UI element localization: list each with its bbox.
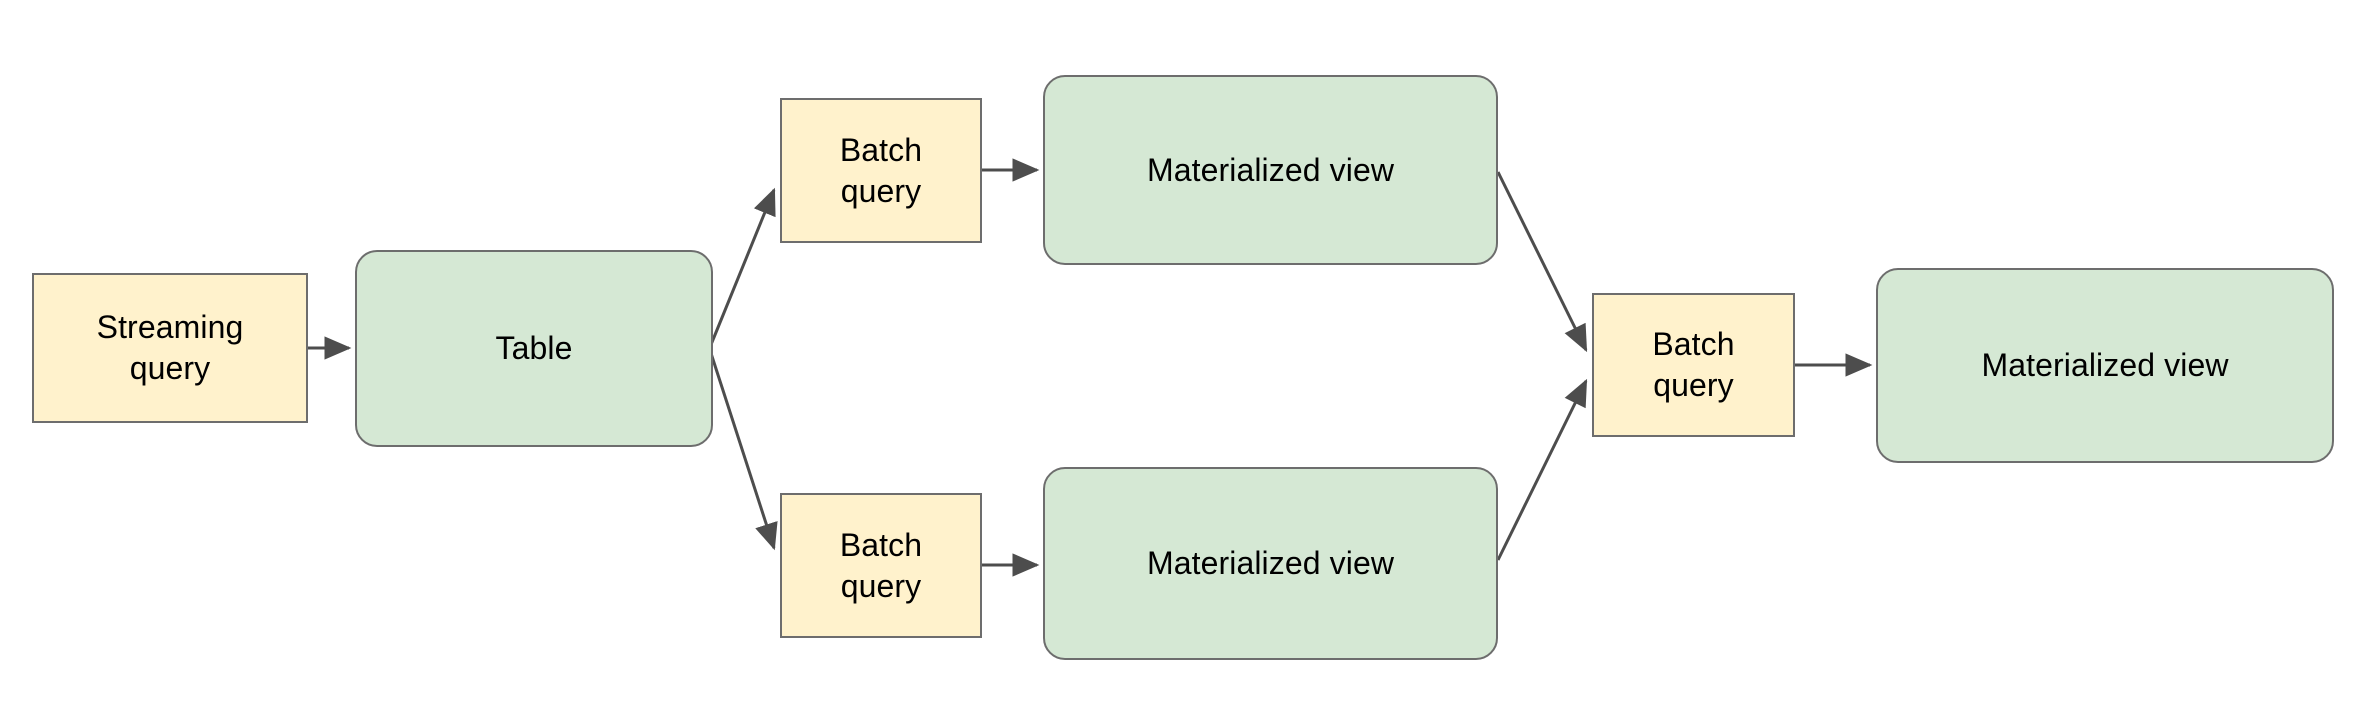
node-label-batch-query-bottom: Batch query	[839, 526, 923, 604]
node-label-materialized-view-top: Materialized view	[1146, 151, 1395, 188]
edge-table-to-batch-top	[706, 187, 776, 353]
node-label-materialized-view-final: Materialized view	[1981, 347, 2229, 384]
node-materialized-view-final[interactable]: Materialized view	[1876, 268, 2334, 463]
edge-table-to-batch-bottom	[706, 343, 778, 551]
edge-mv-top-to-batch-join	[1496, 171, 1588, 353]
node-batch-query-join[interactable]: Batch query	[1592, 293, 1795, 437]
node-label-materialized-view-bottom: Materialized view	[1146, 545, 1395, 582]
node-materialized-view-bottom[interactable]: Materialized view	[1043, 467, 1498, 660]
node-label-table: Table	[495, 330, 573, 367]
node-label-streaming-query: Streaming query	[96, 309, 244, 386]
node-batch-query-top[interactable]: Batch query	[780, 98, 982, 243]
node-materialized-view-top[interactable]: Materialized view	[1043, 75, 1498, 265]
node-streaming-query[interactable]: Streaming query	[32, 273, 308, 423]
node-batch-query-bottom[interactable]: Batch query	[780, 493, 982, 638]
node-table[interactable]: Table	[355, 250, 713, 447]
node-label-batch-query-join: Batch query	[1652, 326, 1735, 403]
node-label-batch-query-top: Batch query	[839, 131, 923, 209]
edge-mv-bottom-to-batch-join	[1496, 378, 1588, 561]
